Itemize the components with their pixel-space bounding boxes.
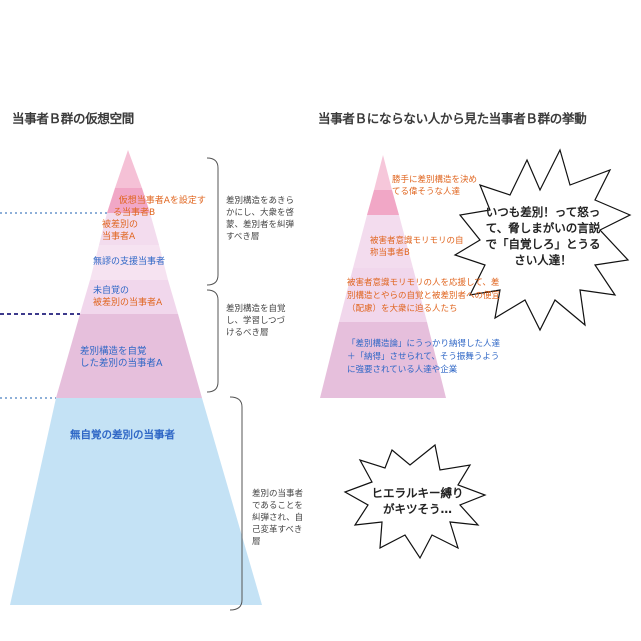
right-label-second: 被害者意識モリモリの自 称当事者B xyxy=(370,236,464,258)
left-label-unaware-top: 未自覚の xyxy=(93,286,130,296)
left-label-aware: 差別構造を自覚 した差別の当事者A xyxy=(80,346,163,369)
right-label-top: 勝手に差別構造を決め てる偉そうな人達 xyxy=(392,175,478,197)
left-label-top: 仮想当事者Aを設定す る当事者B xyxy=(113,196,206,218)
right-layer-top xyxy=(367,190,399,215)
left-pyramid-tip xyxy=(115,150,142,188)
burst-text-2: ヒエラルキー縛り がキツそう… xyxy=(371,486,464,516)
right-layer-third xyxy=(339,268,427,322)
brace-lower xyxy=(229,396,243,611)
right-title: 当事者Ｂにならない人から見た当事者Ｂ群の挙動 xyxy=(318,111,587,126)
left-label-support: 無謬の支援当事者 xyxy=(93,257,166,267)
note-middle: 差別構造を自覚 し、学習しつづ けるべき層 xyxy=(226,304,286,338)
right-layer-base xyxy=(320,322,446,398)
right-label-third: 被害者意識モリモリの人を応援して、差 別構造とやらの自覚と被差別者への便宜 （配… xyxy=(347,278,501,314)
left-label-victim: 被差別の 当事者A xyxy=(102,220,139,242)
burst-text-1: いつも差別！って怒っ て、脅しまがいの言説 で「自覚しろ」とうる さい人達！ xyxy=(485,205,601,267)
left-layer-support xyxy=(90,245,168,280)
right-label-base: 「差別構造論」にうっかり納得した人達 ＋「納得」させられて、そう振舞うよう に強… xyxy=(347,339,501,375)
note-lower: 差別の当事者 であることを 糾弾され、自 己変革すべき 層 xyxy=(252,489,304,547)
note-upper: 差別構造をあきら かにし、大衆を啓 蒙、差別者を糾弾 すべき層 xyxy=(226,196,295,242)
left-label-base: 無自覚の差別の当事者 xyxy=(70,429,175,441)
left-label-unaware-bottom: 被差別の当事者A xyxy=(93,298,163,308)
left-layer-aware xyxy=(56,314,202,398)
right-layer-second xyxy=(353,215,413,268)
burst-shape-2 xyxy=(343,443,487,560)
brace-middle xyxy=(206,289,219,393)
burst-shape-1 xyxy=(453,148,632,332)
left-layer-top xyxy=(107,188,150,213)
left-layer-unaware xyxy=(80,280,178,314)
left-title: 当事者Ｂ群の仮想空間 xyxy=(12,111,135,126)
left-layer-victim xyxy=(99,213,159,245)
right-pyramid-tip xyxy=(374,155,392,190)
left-layer-base xyxy=(10,398,262,605)
brace-upper xyxy=(206,157,219,286)
